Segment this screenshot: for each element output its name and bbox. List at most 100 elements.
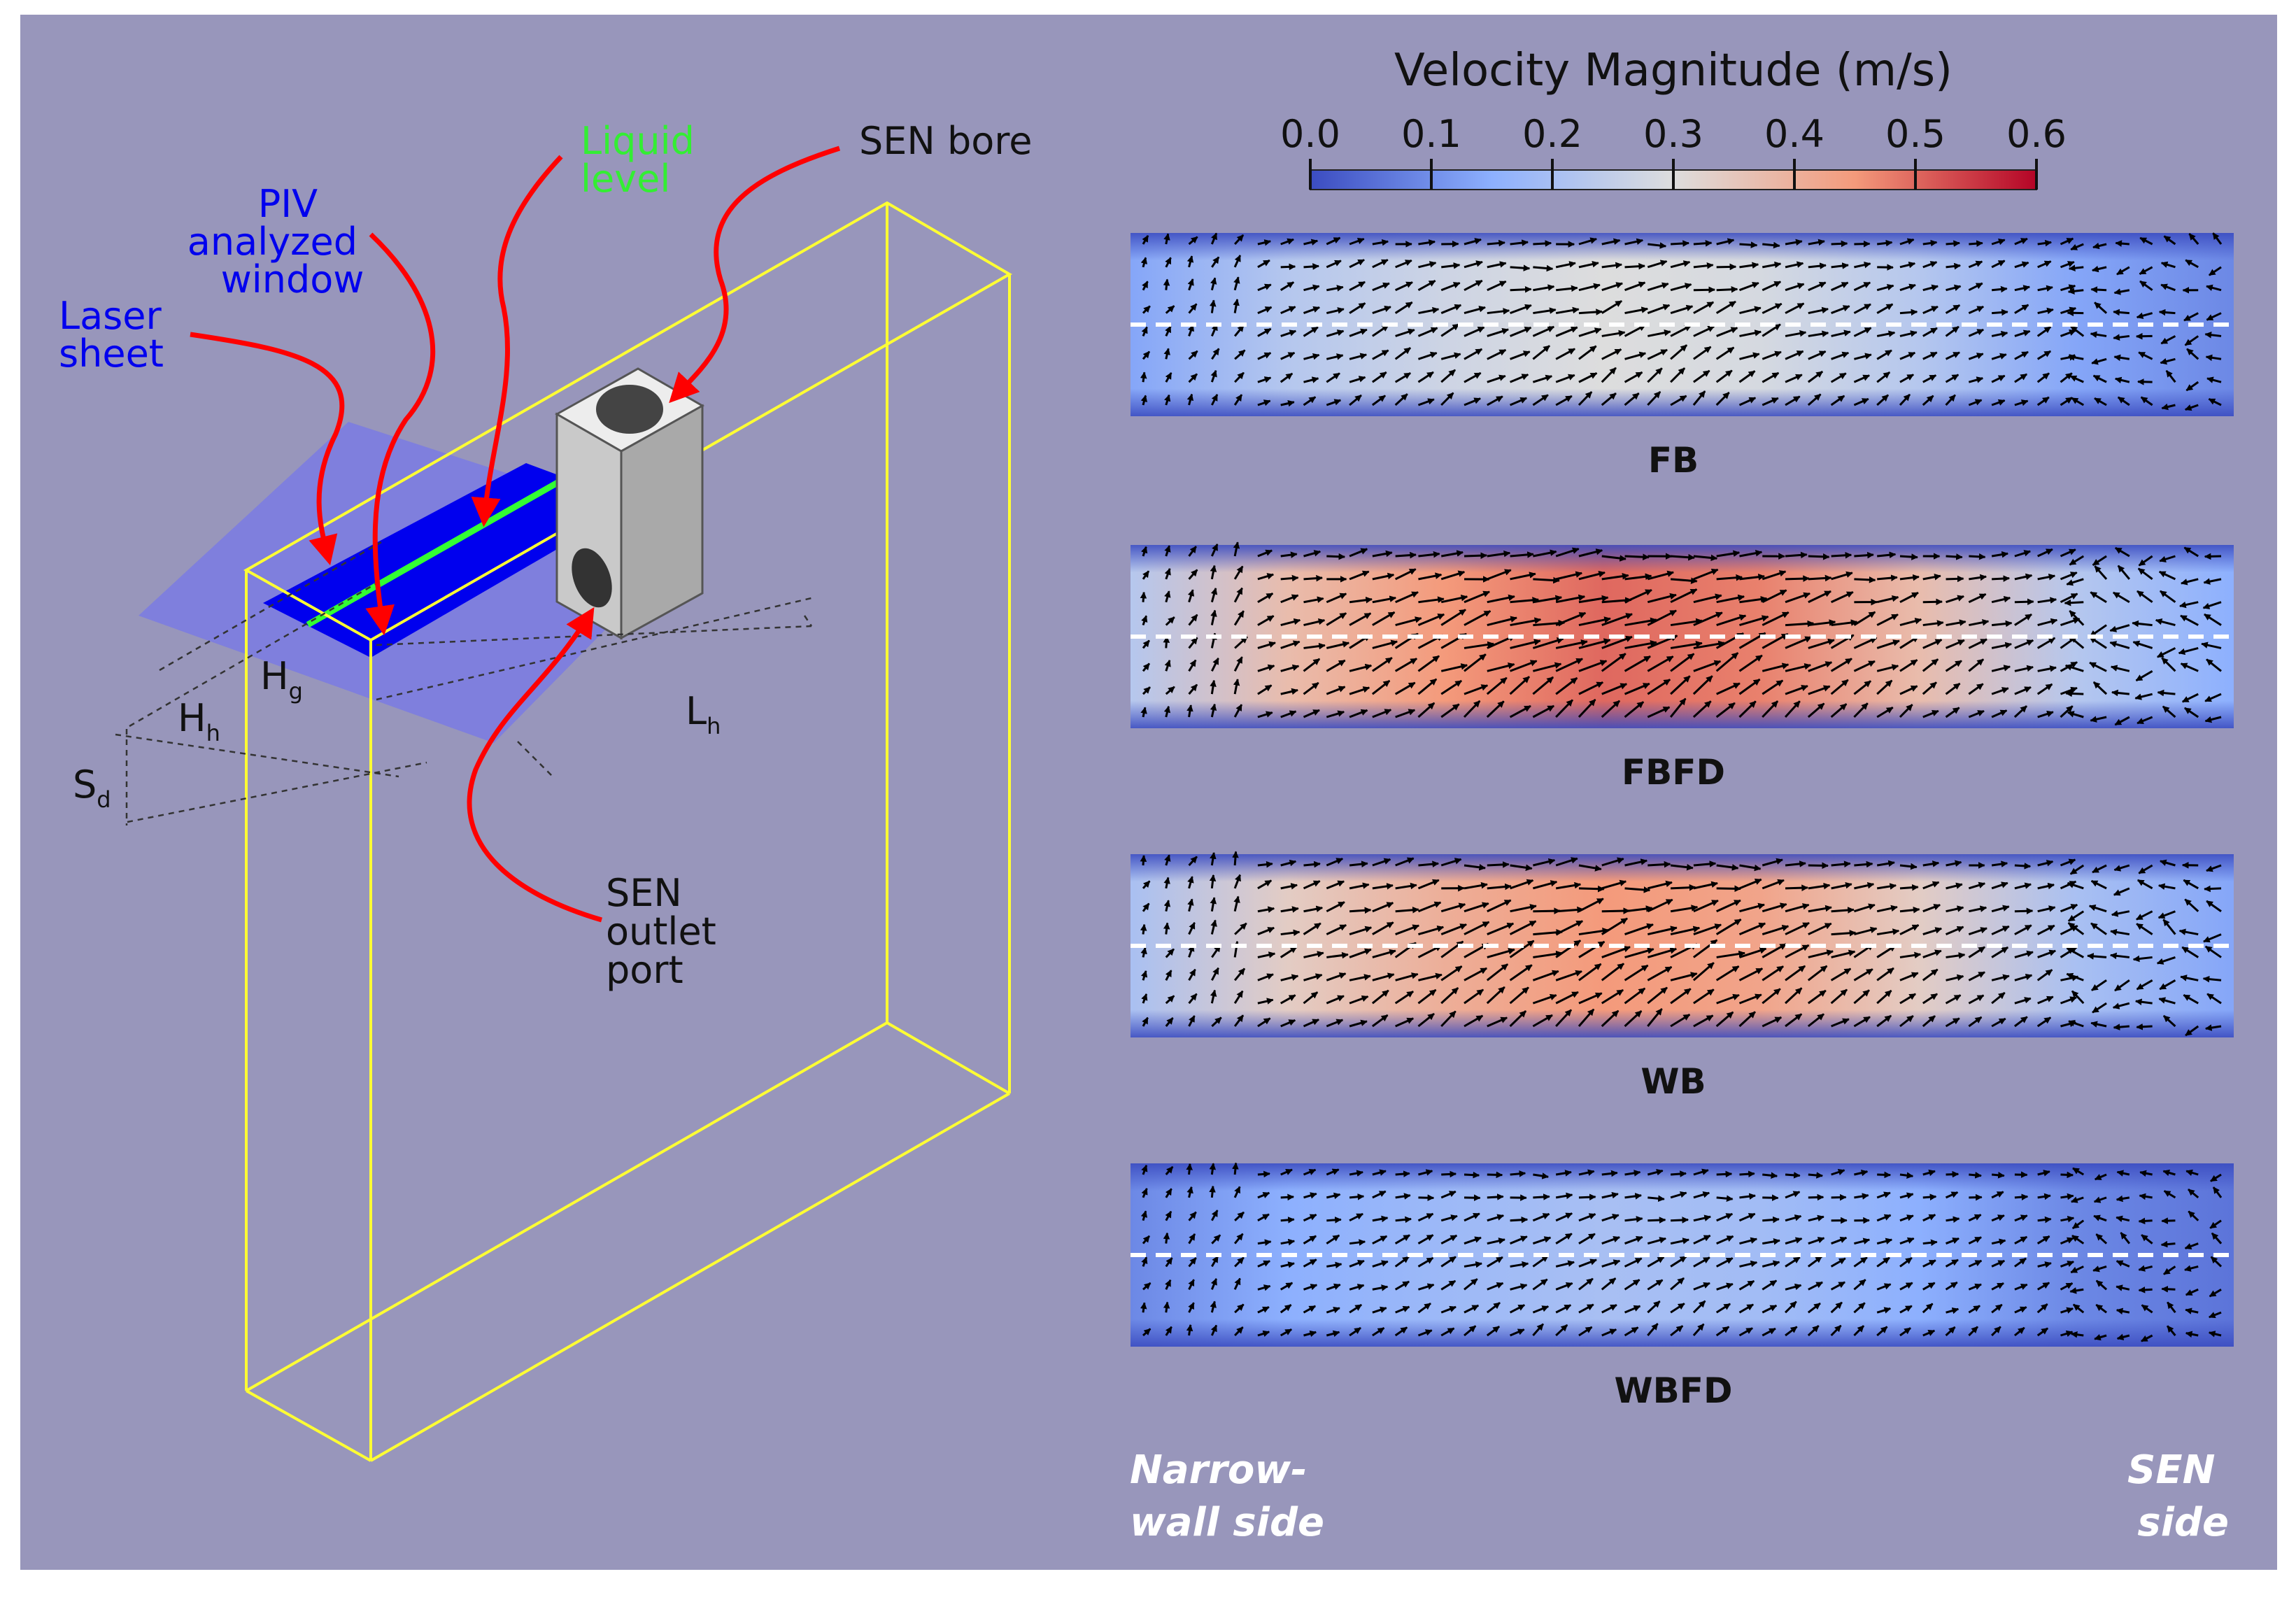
velocity-vector: [1762, 371, 1780, 383]
velocity-vector: [1165, 257, 1172, 268]
velocity-vector: [2037, 665, 2057, 672]
velocity-vector: [1394, 681, 1416, 695]
velocity-vector: [1785, 374, 1803, 383]
velocity-vector: [1372, 550, 1393, 558]
velocity-vector: [1876, 371, 1891, 383]
velocity-vector: [1510, 326, 1532, 337]
velocity-vector: [2186, 348, 2199, 360]
velocity-vector: [2138, 1286, 2153, 1293]
velocity-vector: [1210, 989, 1217, 1004]
velocity-vector: [1257, 926, 1275, 935]
velocity-vector: [1808, 350, 1827, 360]
velocity-vector: [1647, 348, 1668, 360]
velocity-vector: [1417, 327, 1438, 337]
velocity-vector: [1555, 676, 1578, 695]
velocity-vector: [1210, 897, 1217, 912]
velocity-vector: [1186, 1163, 1193, 1175]
velocity-vector: [1831, 305, 1850, 314]
velocity-vector: [1853, 397, 1869, 406]
velocity-vector: [1670, 325, 1692, 337]
velocity-vector: [1785, 239, 1803, 246]
velocity-vector: [1601, 555, 1627, 562]
velocity-vector: [1210, 588, 1218, 603]
velocity-vector: [1876, 595, 1899, 604]
velocity-vector: [1303, 353, 1320, 360]
velocity-vector: [1440, 570, 1466, 581]
velocity-vector: [1716, 574, 1743, 581]
velocity-vector: [1853, 281, 1871, 292]
velocity-vector: [1165, 948, 1175, 958]
velocity-vector: [1693, 262, 1714, 269]
velocity-vector: [1693, 325, 1715, 337]
velocity-vector: [1418, 572, 1443, 581]
velocity-vector: [1670, 1170, 1687, 1177]
velocity-vector: [1578, 260, 1599, 269]
sen-outlet-arrow: [467, 607, 602, 923]
velocity-vector: [1555, 699, 1574, 718]
velocity-vector: [1186, 393, 1194, 406]
velocity-vector: [1830, 591, 1854, 604]
velocity-vector: [1165, 616, 1175, 626]
velocity-vector: [1280, 574, 1299, 582]
velocity-vector: [2060, 593, 2078, 604]
velocity-vector: [1372, 949, 1396, 958]
velocity-vector: [1624, 324, 1646, 337]
colorbar-tick-label: 0.1: [1401, 112, 1461, 156]
velocity-vector: [1946, 240, 1961, 247]
velocity-vector: [1303, 681, 1319, 695]
velocity-vector: [1945, 682, 1961, 695]
velocity-vector: [2114, 376, 2130, 384]
velocity-vector: [1417, 280, 1436, 292]
velocity-vector: [1233, 299, 1240, 313]
velocity-vector: [2014, 1193, 2029, 1200]
velocity-vector: [1785, 395, 1801, 406]
velocity-vector: [1647, 679, 1671, 695]
velocity-vector: [1785, 684, 1808, 695]
velocity-vector: [1257, 973, 1274, 981]
sen-outlet-hole: [572, 548, 612, 608]
velocity-vector: [2014, 373, 2027, 383]
velocity-vector: [1946, 262, 1962, 270]
velocity-vector: [1140, 257, 1148, 268]
velocity-vector: [2161, 657, 2176, 672]
velocity-vector: [2089, 636, 2107, 649]
velocity-vector: [1853, 611, 1876, 626]
velocity-vector: [1303, 263, 1319, 270]
velocity-vector: [1187, 876, 1194, 889]
velocity-vector: [2163, 235, 2176, 246]
velocity-vector: [1303, 376, 1319, 383]
velocity-vector: [1418, 596, 1445, 604]
velocity-vector: [1165, 372, 1172, 383]
velocity-vector: [2111, 689, 2130, 697]
velocity-vector: [1326, 553, 1346, 560]
velocity-vector: [1487, 594, 1515, 604]
velocity-vector: [1464, 590, 1490, 604]
velocity-vector: [1922, 1193, 1937, 1200]
velocity-vector: [1418, 926, 1445, 936]
velocity-vector: [2114, 716, 2130, 726]
velocity-vector: [1395, 1170, 1410, 1177]
colorbar-tick-label: 0.3: [1643, 112, 1703, 156]
velocity-vector: [1854, 576, 1876, 583]
velocity-vector: [1257, 641, 1276, 649]
velocity-vector: [1349, 237, 1365, 246]
velocity-vector: [1140, 947, 1147, 958]
velocity-vector: [1647, 570, 1675, 581]
velocity-vector: [2067, 288, 2084, 295]
velocity-vector: [1991, 330, 2008, 338]
velocity-vector: [1601, 613, 1633, 626]
velocity-vector: [1142, 902, 1150, 912]
velocity-vector: [1233, 565, 1244, 580]
velocity-vector: [1303, 658, 1321, 672]
velocity-vector: [1510, 1216, 1529, 1224]
velocity-vector: [1142, 662, 1151, 672]
velocity-vector: [1624, 682, 1650, 695]
velocity-vector: [1670, 675, 1691, 695]
velocity-vector: [2202, 601, 2222, 609]
velocity-vector: [1486, 986, 1505, 1005]
velocity-vector: [1854, 551, 1874, 559]
velocity-vector: [1647, 242, 1667, 249]
velocity-vector: [2092, 265, 2107, 273]
velocity-vector: [1487, 327, 1509, 337]
velocity-vector: [1487, 922, 1515, 935]
